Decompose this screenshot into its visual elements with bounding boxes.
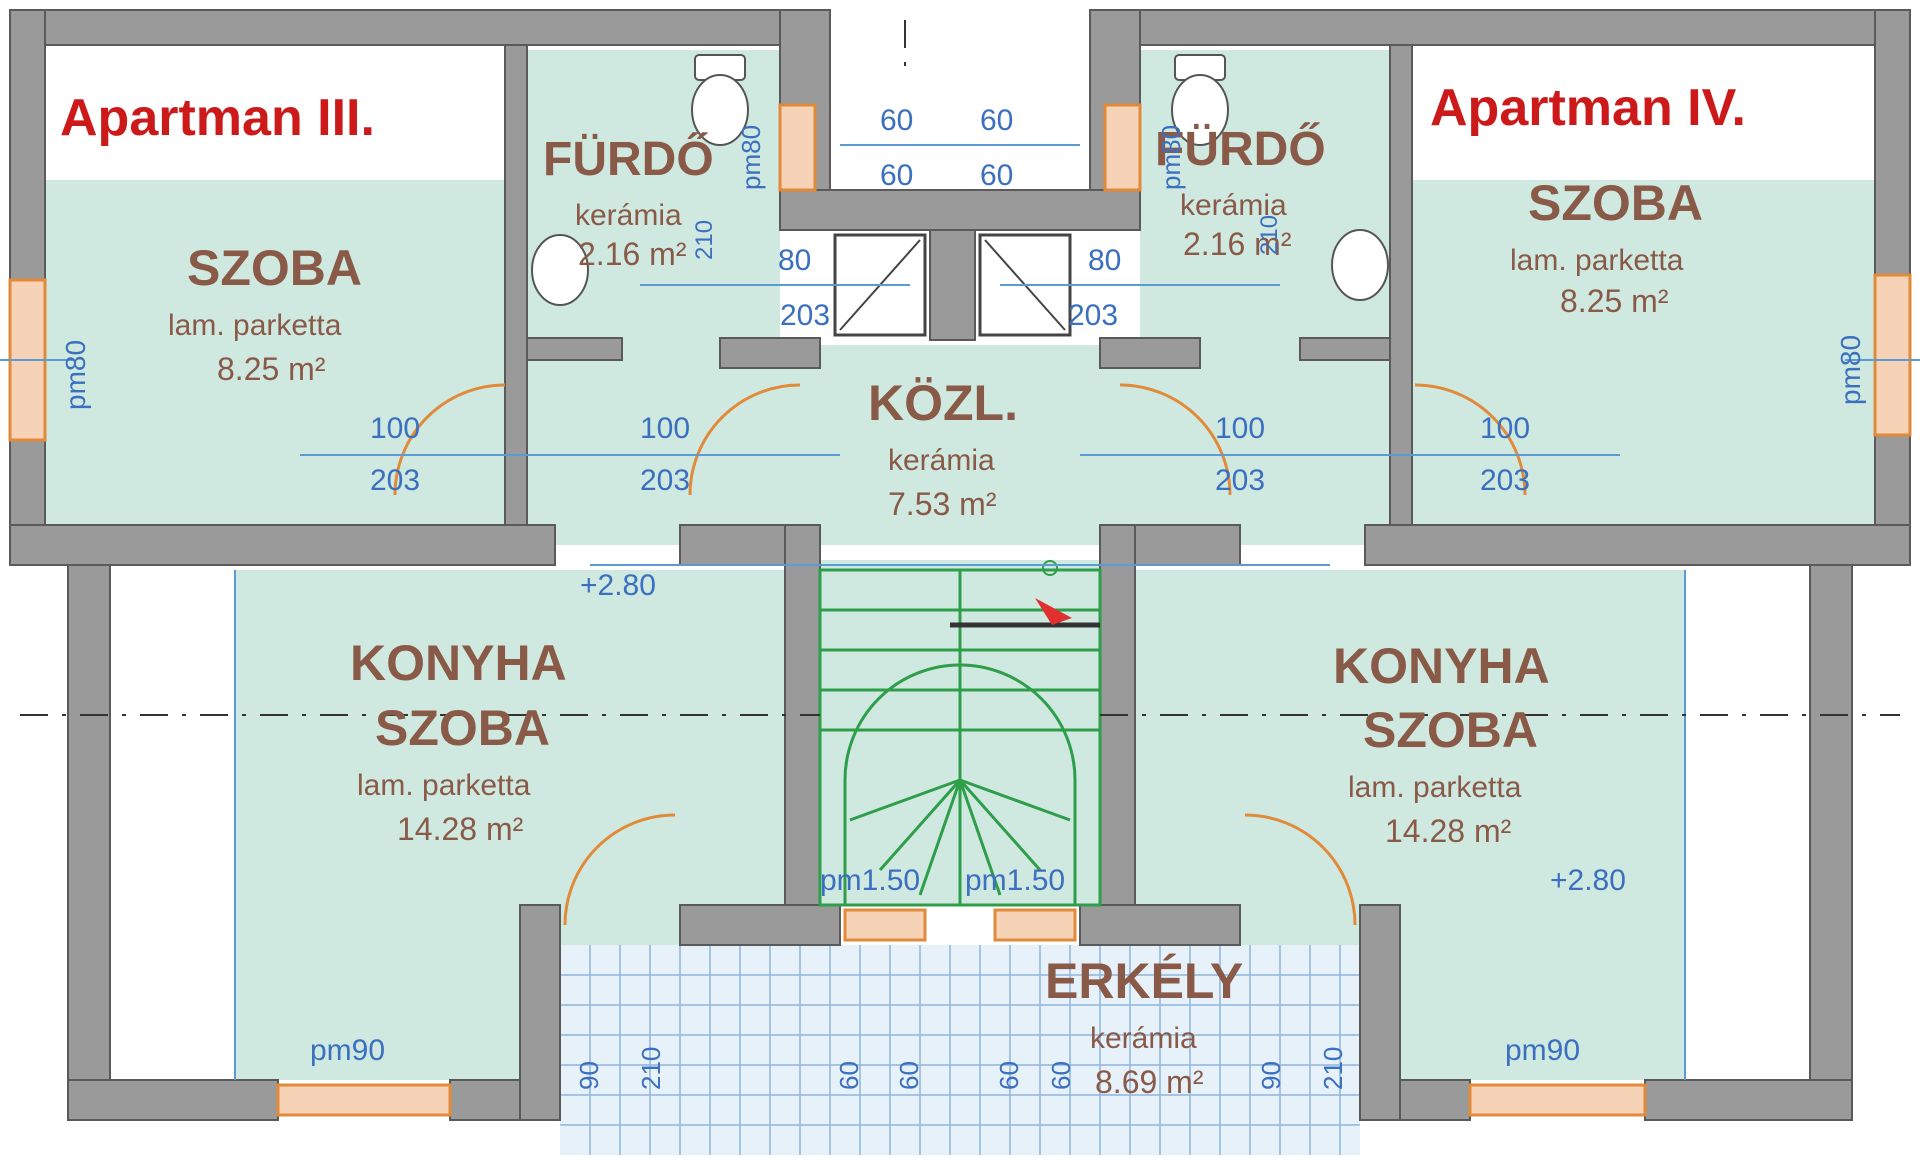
room-name-hall: KÖZL. [868,375,1018,431]
svg-text:90: 90 [574,1061,604,1090]
svg-text:80: 80 [1088,244,1121,277]
sink-left-icon [531,234,589,306]
svg-text:60: 60 [880,159,913,192]
svg-text:60: 60 [880,104,913,137]
dimension-labels: 60 60 60 60 80 203 80 203 100 203 100 20… [60,104,1866,1090]
door-swings [393,383,1527,926]
svg-text:pm80: pm80 [736,125,766,190]
room-name-bedroom-left: SZOBA [187,240,362,296]
door-balcony-left [843,908,927,942]
svg-text:100: 100 [1215,412,1265,445]
door-balcony-right [993,908,1077,942]
svg-text:203: 203 [370,464,420,497]
window-bath-right [1103,103,1142,192]
svg-text:210: 210 [1318,1047,1348,1090]
svg-text:90: 90 [1256,1061,1286,1090]
room-area-bath-left: 2.16 m² [578,236,687,272]
svg-text:203: 203 [640,464,690,497]
svg-text:100: 100 [370,412,420,445]
svg-text:60: 60 [1046,1061,1076,1090]
hall-fill [510,345,1410,545]
toilet-left-icon [691,54,749,146]
room-name-bath-left: FÜRDŐ [543,132,714,186]
svg-text:pm80: pm80 [1156,125,1186,190]
svg-text:100: 100 [640,412,690,445]
bedroom-left-top-white [40,50,510,180]
room-floor-bath-right: kerámia [1180,189,1287,222]
room-area-kitchen-left: 14.28 m² [397,811,524,847]
stair-arrow-icon [1035,598,1072,625]
svg-text:+2.80: +2.80 [580,569,656,602]
svg-text:203: 203 [1215,464,1265,497]
room-floor-hall: kerámia [888,444,995,477]
svg-text:60: 60 [834,1061,864,1090]
window-bath-left [778,103,817,192]
room-area-bedroom-left: 8.25 m² [217,351,326,387]
svg-text:pm1.50: pm1.50 [965,864,1065,897]
room-area-bath-right: 2.16 m² [1183,226,1292,262]
svg-text:pm80: pm80 [60,340,91,410]
room-floor-balcony: kerámia [1090,1022,1197,1055]
svg-text:203: 203 [1068,299,1118,332]
window-right-bedroom [1873,273,1912,437]
bedroom-left-fill [40,180,510,525]
svg-text:210: 210 [691,220,718,260]
room-name2-kitchen-right: SZOBA [1363,702,1538,758]
window-kitchen-left [276,1083,452,1117]
room-floor-bedroom-right: lam. parketta [1510,244,1684,277]
balcony-fill [560,945,1360,1155]
walls [9,9,1911,1121]
room-area-kitchen-right: 14.28 m² [1385,813,1512,849]
svg-text:203: 203 [780,299,830,332]
balcony-tile-grid [560,945,1360,1155]
apartment-title-right: Apartman IV. [1430,79,1746,137]
room-name-balcony: ERKÉLY [1045,953,1243,1009]
kitchen-left-white [110,570,235,1080]
toilet-right-icon [1171,54,1229,146]
room-area-bedroom-right: 8.25 m² [1560,283,1669,319]
sink-right-icon [1331,229,1389,301]
room-area-balcony: 8.69 m² [1095,1064,1204,1100]
svg-text:203: 203 [1480,464,1530,497]
svg-text:60: 60 [894,1061,924,1090]
dimension-lines [0,144,1920,1080]
room-name1-kitchen-right: KONYHA [1333,638,1550,694]
room-floor-bath-left: kerámia [575,199,682,232]
bedroom-right-top-white [1405,50,1875,180]
window-kitchen-right [1468,1083,1647,1117]
room-name-bedroom-right: SZOBA [1528,175,1703,231]
room-name-bath-right: FÜRDŐ [1155,122,1326,176]
svg-text:100: 100 [1480,412,1530,445]
svg-text:+2.80: +2.80 [1550,864,1626,897]
room-name1-kitchen-left: KONYHA [350,635,567,691]
svg-text:60: 60 [994,1061,1024,1090]
svg-text:60: 60 [980,159,1013,192]
room-floor-bedroom-left: lam. parketta [168,309,342,342]
svg-text:80: 80 [778,244,811,277]
svg-text:210: 210 [636,1047,666,1090]
svg-text:pm90: pm90 [310,1034,385,1067]
apartment-title-left: Apartman III. [60,89,375,147]
room-name2-kitchen-left: SZOBA [375,700,550,756]
room-floor-kitchen-left: lam. parketta [357,769,531,802]
svg-text:210: 210 [1256,215,1283,255]
kitchen-right-white [1685,570,1810,1080]
svg-text:pm90: pm90 [1505,1034,1580,1067]
svg-text:pm1.50: pm1.50 [820,864,920,897]
svg-text:pm80: pm80 [1835,335,1866,405]
svg-text:60: 60 [980,104,1013,137]
room-floor-kitchen-right: lam. parketta [1348,771,1522,804]
staircase [818,560,1102,907]
room-area-hall: 7.53 m² [888,486,997,522]
bedroom-right-fill [1405,180,1875,525]
